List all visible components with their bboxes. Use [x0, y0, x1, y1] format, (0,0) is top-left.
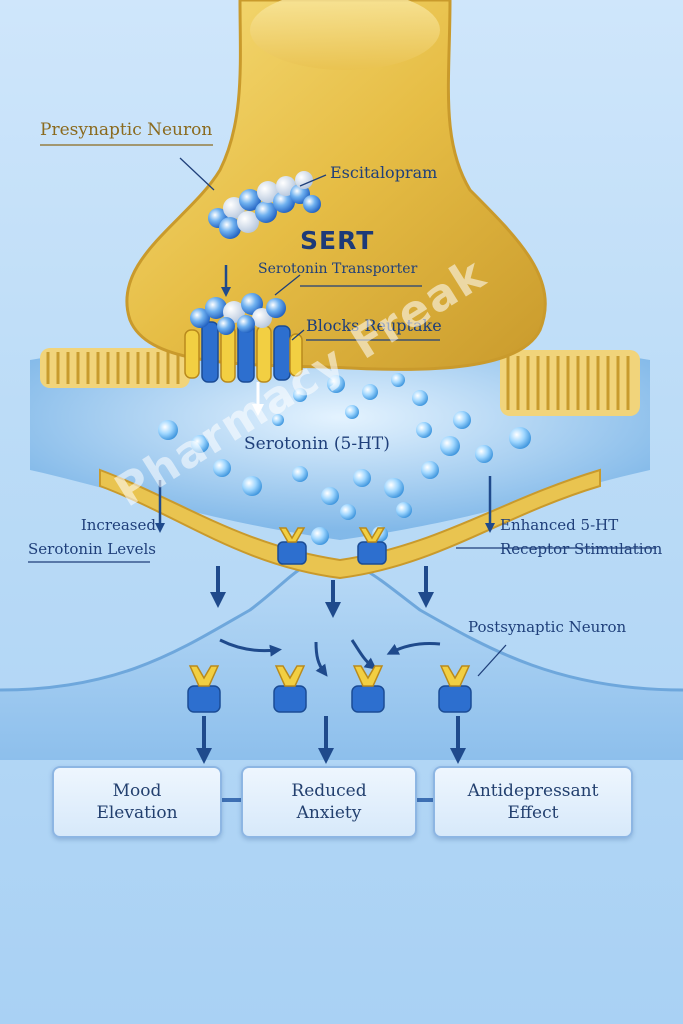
- label-postsynaptic-neuron: Postsynaptic Neuron: [468, 618, 627, 636]
- label-escitalopram: Escitalopram: [330, 163, 438, 182]
- arrow-curve-midright: [350, 639, 377, 670]
- outcome-reduced-anxiety: Reduced Anxiety: [241, 766, 417, 838]
- label-serotonin-transporter: Serotonin Transporter: [258, 261, 418, 277]
- arrow-curve-left: [219, 638, 282, 657]
- receptor-left: [277, 527, 307, 565]
- outcome-antidepressant-text: Antidepressant Effect: [467, 781, 599, 823]
- label-enhanced-stimulation: Enhanced 5-HT Receptor Stimulation: [500, 513, 662, 561]
- post-receptor-4: [438, 665, 472, 713]
- post-receptor-3: [351, 665, 385, 713]
- sert-transporter: [184, 293, 303, 383]
- escitalopram-molecule: [208, 171, 321, 239]
- outcome-antidepressant-effect: Antidepressant Effect: [433, 766, 633, 838]
- label-enhanced-text: Enhanced 5-HT Receptor Stimulation: [500, 516, 663, 558]
- receptor-right: [357, 527, 387, 565]
- synaptic-cleft: [30, 351, 650, 540]
- label-sert: SERT: [300, 226, 375, 255]
- label-blocks-reuptake: Blocks Reuptake: [306, 316, 442, 335]
- post-receptor-2: [273, 665, 307, 713]
- label-increased-text: Increased Serotonin Levels: [28, 516, 156, 558]
- presynaptic-neuron: [125, 0, 547, 371]
- postsynaptic-neuron: [0, 560, 683, 760]
- arrow-curve-right: [386, 642, 441, 655]
- presynaptic-membrane-right: [500, 350, 640, 416]
- presynaptic-membrane-left: [40, 348, 190, 388]
- outcome-anxiety-text: Reduced Anxiety: [291, 781, 367, 823]
- outcome-mood-text: Mood Elevation: [96, 781, 178, 823]
- arrow-curve-center: [314, 641, 328, 677]
- outcome-mood-elevation: Mood Elevation: [52, 766, 222, 838]
- label-presynaptic-neuron: Presynaptic Neuron: [40, 120, 213, 140]
- label-serotonin: Serotonin (5-HT): [244, 434, 390, 454]
- serotonin-molecules: [158, 373, 531, 545]
- label-increased-serotonin: Increased Serotonin Levels: [28, 513, 156, 561]
- postsynaptic-membrane-band: [99, 468, 601, 580]
- post-receptor-1: [187, 665, 221, 713]
